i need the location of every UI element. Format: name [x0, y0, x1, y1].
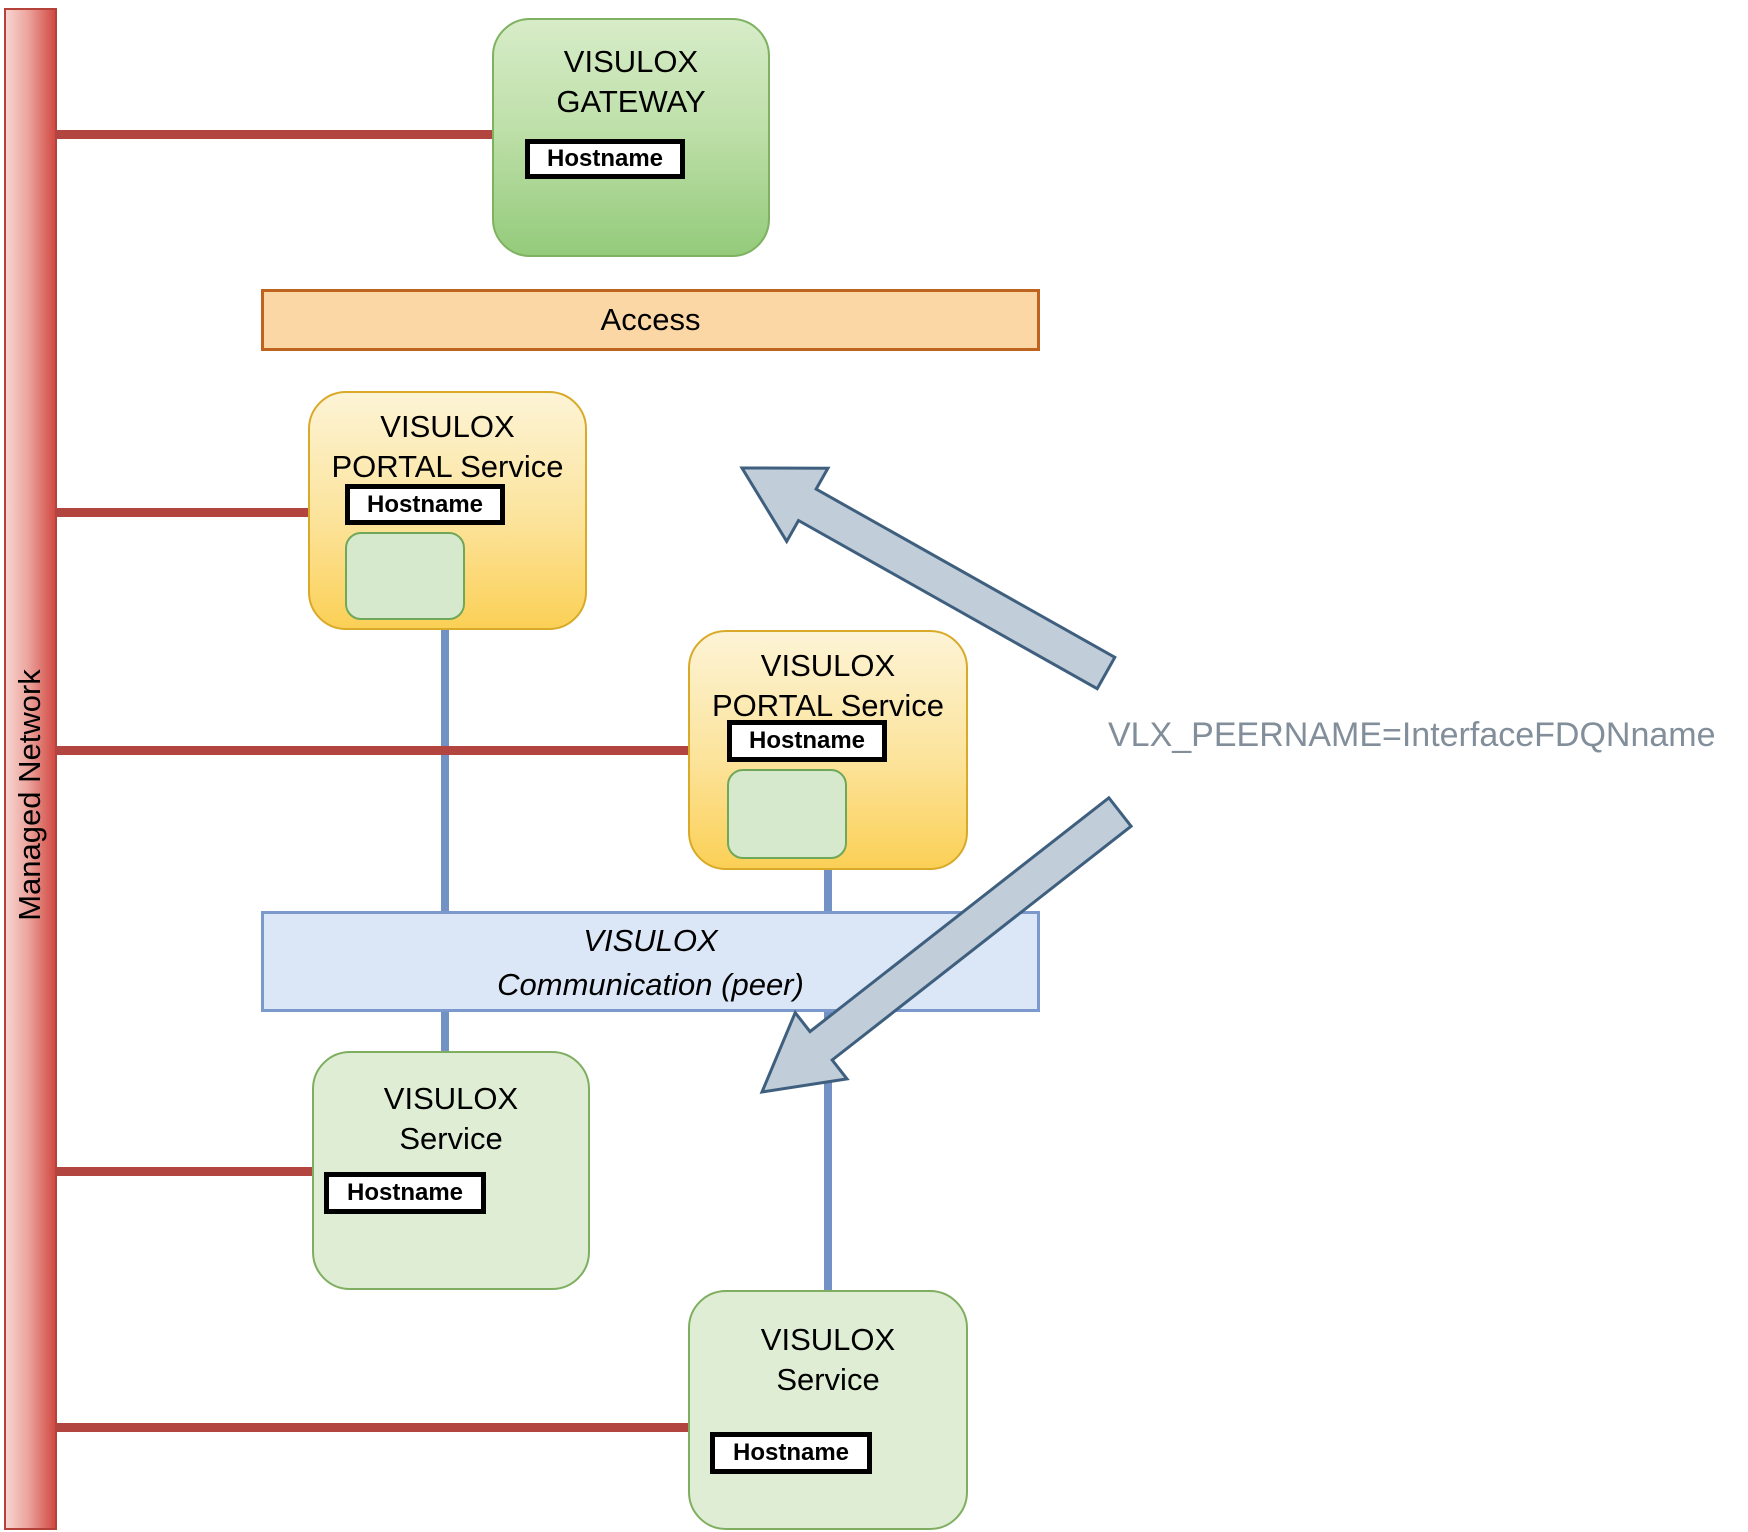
service-2-title: VISULOX Service — [690, 1292, 966, 1400]
peer-connector-portal2-to-bar — [824, 868, 832, 914]
access-bar: Access — [261, 289, 1040, 351]
portal-service-1-title: VISULOX PORTAL Service — [310, 393, 585, 487]
portal-service-1-subcomponent-box — [345, 532, 465, 620]
service-2-title-line2: Service — [776, 1362, 880, 1397]
peer-connector-portal1-to-bar — [441, 628, 449, 913]
gateway-title-line1: VISULOX — [563, 44, 699, 79]
network-connector-portal1 — [55, 508, 308, 517]
managed-network-bar — [4, 8, 57, 1530]
communication-peer-bar: VISULOX Communication (peer) — [261, 911, 1040, 1012]
managed-network-label: Managed Network — [12, 669, 47, 921]
service-1-title: VISULOX Service — [314, 1053, 588, 1159]
peer-name-annotation: VLX_PEERNAME=InterfaceFDQNname — [1108, 716, 1716, 754]
portal-service-2-hostname-box: Hostname — [727, 720, 887, 762]
service-2-hostname-box: Hostname — [710, 1432, 872, 1474]
portal-service-2-title-line1: VISULOX — [760, 648, 896, 683]
portal-service-2-title: VISULOX PORTAL Service — [690, 632, 966, 726]
communication-bar-line1: VISULOX — [583, 923, 718, 958]
portal-service-1-hostname-box: Hostname — [345, 484, 505, 525]
network-connector-gateway — [55, 130, 492, 139]
service-1-title-line2: Service — [399, 1121, 503, 1156]
portal-service-2-title-line2: PORTAL Service — [711, 688, 944, 723]
service-1-node: VISULOX Service Hostname — [312, 1051, 590, 1290]
portal-service-1-title-line2: PORTAL Service — [331, 449, 564, 484]
gateway-title: VISULOX GATEWAY — [494, 20, 768, 122]
communication-bar-line2: Communication (peer) — [497, 967, 804, 1002]
portal-service-2-node: VISULOX PORTAL Service Hostname — [688, 630, 968, 870]
network-connector-service1 — [55, 1167, 312, 1176]
gateway-hostname-box: Hostname — [525, 139, 685, 179]
service-1-title-line1: VISULOX — [383, 1081, 519, 1116]
service-2-title-line1: VISULOX — [760, 1322, 896, 1357]
peer-connector-bar-to-service1 — [441, 1010, 449, 1054]
network-connector-portal2 — [55, 746, 688, 755]
gateway-node: VISULOX GATEWAY Hostname — [492, 18, 770, 257]
portal-service-2-subcomponent-box — [727, 769, 847, 859]
service-1-hostname-box: Hostname — [324, 1172, 486, 1214]
service-2-node: VISULOX Service Hostname — [688, 1290, 968, 1530]
portal-service-1-title-line1: VISULOX — [380, 409, 515, 444]
portal-service-1-node: VISULOX PORTAL Service Hostname — [308, 391, 587, 630]
network-connector-service2 — [55, 1423, 688, 1432]
peer-connector-bar-to-service2 — [824, 1010, 832, 1292]
gateway-title-line2: GATEWAY — [556, 84, 706, 119]
